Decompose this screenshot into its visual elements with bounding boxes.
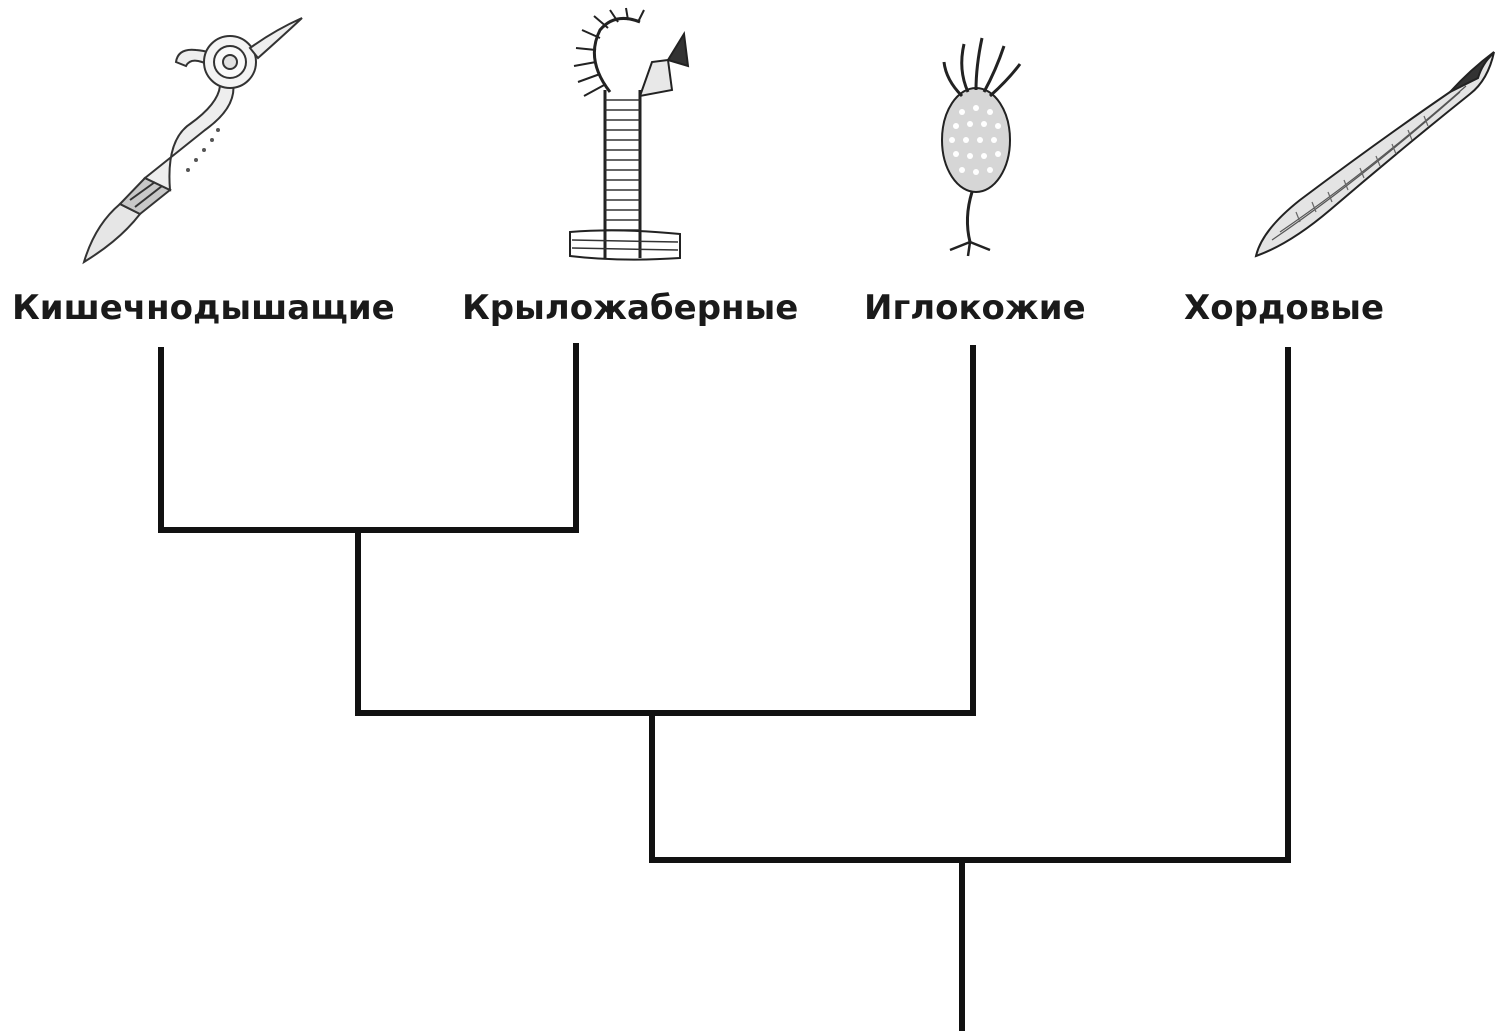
- crinoid-larva-icon: [942, 38, 1020, 256]
- taxon-label-iglokozhie: Иглокожие: [864, 282, 1086, 334]
- taxon-label-krylozhabernye: Крыложаберные: [462, 282, 798, 334]
- cladogram-lines: [161, 346, 1288, 1028]
- taxon-label-hordovye: Хордовые: [1184, 282, 1384, 334]
- pterobranch-icon: [570, 8, 688, 260]
- acorn-worm-icon: [84, 18, 302, 262]
- lancelet-icon: [1256, 52, 1494, 256]
- taxon-label-kishechnodyshashchie: Кишечнодышащие: [12, 282, 395, 334]
